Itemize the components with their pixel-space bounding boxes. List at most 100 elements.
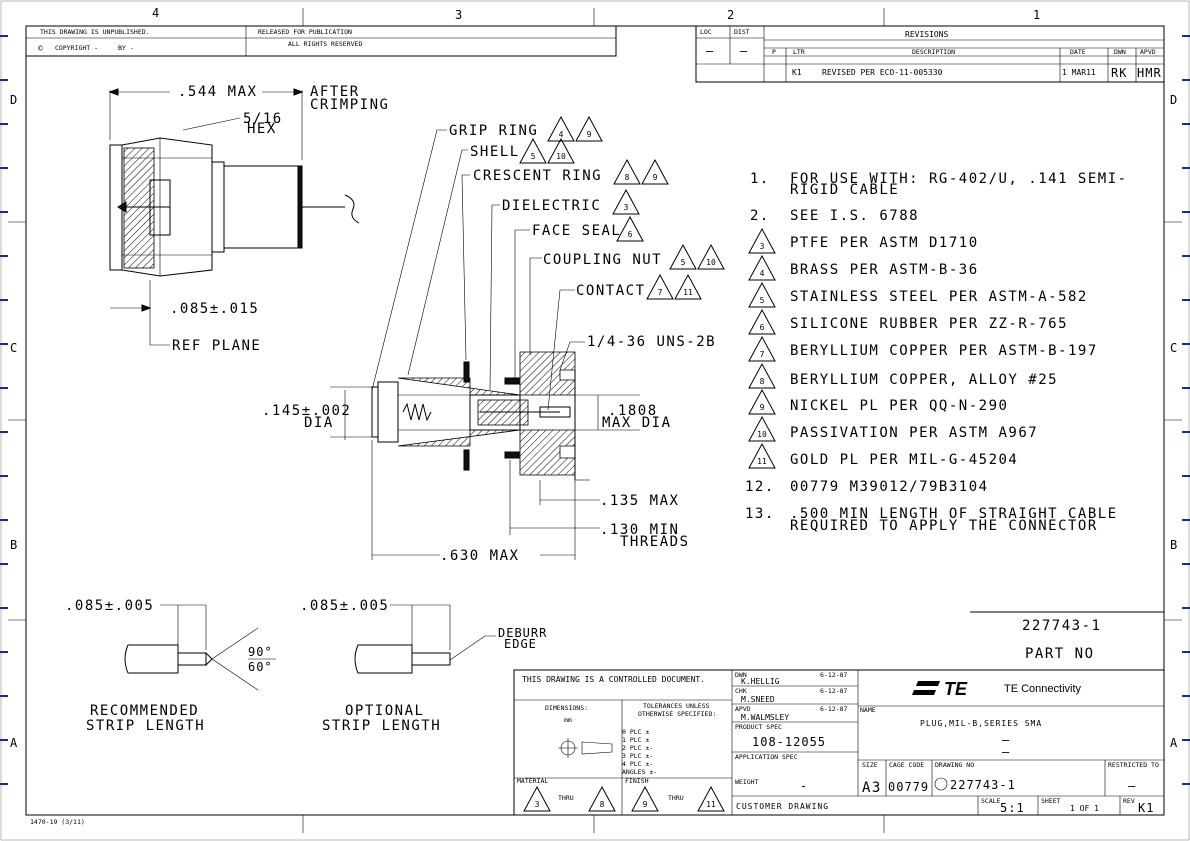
note-12-text: 00779 M39012/79B3104: [790, 479, 989, 495]
revisions-title: REVISIONS: [905, 30, 949, 39]
zone-right-c: C: [1170, 341, 1178, 355]
crimped-connector-view: [108, 88, 360, 346]
note-6-text: SILICONE RUBBER PER ZZ-R-765: [790, 316, 1068, 332]
projection-cone: [581, 741, 613, 755]
finish-thru: THRU: [668, 794, 684, 802]
inner-border: [25, 25, 1165, 816]
angle-90: 90°: [248, 645, 273, 659]
restricted-value: —: [1128, 779, 1136, 793]
tol-1plc: 1 PLC ±: [622, 736, 649, 744]
material-flag-1: 3: [535, 800, 540, 809]
tol-2plc: 2 PLC ±-: [622, 744, 653, 752]
note-10-flag: 10: [757, 430, 767, 439]
dim-085: .085±.015: [170, 301, 259, 317]
note-7-text: BERYLLIUM COPPER PER ASTM-B-197: [790, 343, 1098, 359]
released-text: RELEASED FOR PUBLICATION: [258, 28, 352, 36]
rev-header-apvd: APVD: [1140, 48, 1156, 56]
dim-630: .630 MAX: [440, 548, 519, 564]
note-13-text2: REQUIRED TO APPLY THE CONNECTOR: [790, 518, 1098, 534]
note-10-text: PASSIVATION PER ASTM A967: [790, 425, 1038, 441]
zone-dividers: [8, 8, 1182, 833]
callout-face-seal: FACE SEAL: [532, 223, 621, 239]
dwn-label: DWN: [735, 671, 747, 679]
zone-left-b: B: [10, 538, 18, 552]
apvd-label: APVD: [735, 705, 751, 713]
after-label: AFTER: [310, 84, 360, 100]
tol-4plc: 4 PLC ±-: [622, 760, 653, 768]
drawing-no: 227743-1: [950, 778, 1016, 792]
note-1-num: 1.: [750, 171, 770, 187]
note-5-text: STAINLESS STEEL PER ASTM-A-582: [790, 289, 1088, 305]
callout-shell: SHELL: [470, 144, 520, 160]
dist-value: —: [740, 44, 748, 58]
hex-size: 5/16: [243, 111, 283, 127]
zone-right-b: B: [1170, 538, 1178, 552]
cage-value: 00779: [888, 780, 929, 794]
flag-num-6: 6: [628, 230, 633, 239]
units-label: mm: [564, 716, 572, 724]
chk-label: CHK: [735, 687, 747, 695]
dimensions-label: DIMENSIONS:: [545, 704, 588, 712]
finish-flag-1: 9: [643, 800, 648, 809]
note-3-text: PTFE PER ASTM D1710: [790, 235, 979, 251]
dim-145-dia: DIA: [304, 415, 334, 431]
rec-dim: .085±.005: [65, 598, 154, 614]
customer-drawing: CUSTOMER DRAWING: [736, 802, 829, 811]
note-4-flag: 4: [760, 269, 765, 278]
apvd-date: 6-12-87: [820, 705, 847, 713]
opt-dim: .085±.005: [300, 598, 389, 614]
finish-flag-2: 11: [706, 800, 716, 809]
zone-top-4: 4: [152, 6, 160, 20]
hex-label: HEX: [247, 121, 277, 137]
part-number-label: PART NO: [1025, 646, 1095, 662]
note-1-text2: RIGID CABLE: [790, 182, 899, 198]
rev-header-ltr: LTR: [793, 48, 805, 56]
dim-130-threads: THREADS: [620, 534, 690, 550]
flag-num-7: 7: [658, 288, 663, 297]
material-flag-2: 8: [600, 800, 605, 809]
dim-135: .135 MAX: [600, 493, 679, 509]
sectional-view: [371, 351, 590, 481]
copyright-by: BY -: [118, 44, 134, 52]
finish-label: FINISH: [625, 777, 649, 785]
rec-label-1: RECOMMENDED: [90, 703, 199, 719]
dim-544: .544 MAX: [178, 84, 257, 100]
ref-plane: REF PLANE: [172, 338, 261, 354]
weight-label: WEIGHT: [735, 778, 759, 786]
zone-right-a: A: [1170, 736, 1178, 750]
rights-text: ALL RIGHTS RESERVED: [288, 40, 362, 48]
zone-top-1: 1: [1033, 8, 1041, 22]
angle-60: 60°: [248, 660, 273, 674]
flag-num-9b: 9: [653, 173, 658, 182]
dim-145: .145±.002: [262, 403, 351, 419]
copyright-symbol: ©: [38, 44, 43, 53]
note-2-num: 2.: [750, 208, 770, 224]
rev-header-dwn: DWN: [1114, 48, 1126, 56]
opt-label-1: OPTIONAL: [345, 703, 424, 719]
material-thru: THRU: [558, 794, 574, 802]
application-spec-label: APPLICATION SPEC: [735, 753, 798, 761]
zone-top-2: 2: [727, 8, 735, 22]
rev-header-desc: DESCRIPTION: [912, 48, 955, 56]
zone-left-c: C: [10, 341, 18, 355]
crimping-label: CRIMPING: [310, 97, 389, 113]
callout-dielectric: DIELECTRIC: [502, 198, 601, 214]
revision-block: LOC DIST — — REVISIONS P LTR DESCRIPTION…: [695, 25, 1165, 83]
size-value: A3: [862, 780, 882, 796]
zone-left-d: D: [10, 93, 18, 107]
note-3-flag: 3: [760, 242, 765, 251]
sheet-label: SHEET: [1041, 797, 1061, 805]
note-9-flag: 9: [760, 403, 765, 412]
rev-value: K1: [1138, 801, 1154, 815]
cage-label: CAGE CODE: [889, 761, 924, 769]
note-12-num: 12.: [745, 479, 775, 495]
product-spec: 108-12055: [752, 735, 826, 749]
note-13-num: 13.: [745, 506, 775, 522]
product-name: PLUG,MIL-B,SERIES SMA: [920, 719, 1042, 728]
tol-angles: ANGLES ±-: [622, 768, 657, 776]
callout-crescent-ring: CRESCENT RING: [473, 168, 602, 184]
notes-list: 1. FOR USE WITH: RG-402/U, .141 SEMI- RI…: [745, 171, 1126, 534]
zone-right-d: D: [1170, 93, 1178, 107]
dim-1808: .1808: [608, 403, 658, 419]
callout-coupling-nut: COUPLING NUT: [543, 252, 662, 268]
